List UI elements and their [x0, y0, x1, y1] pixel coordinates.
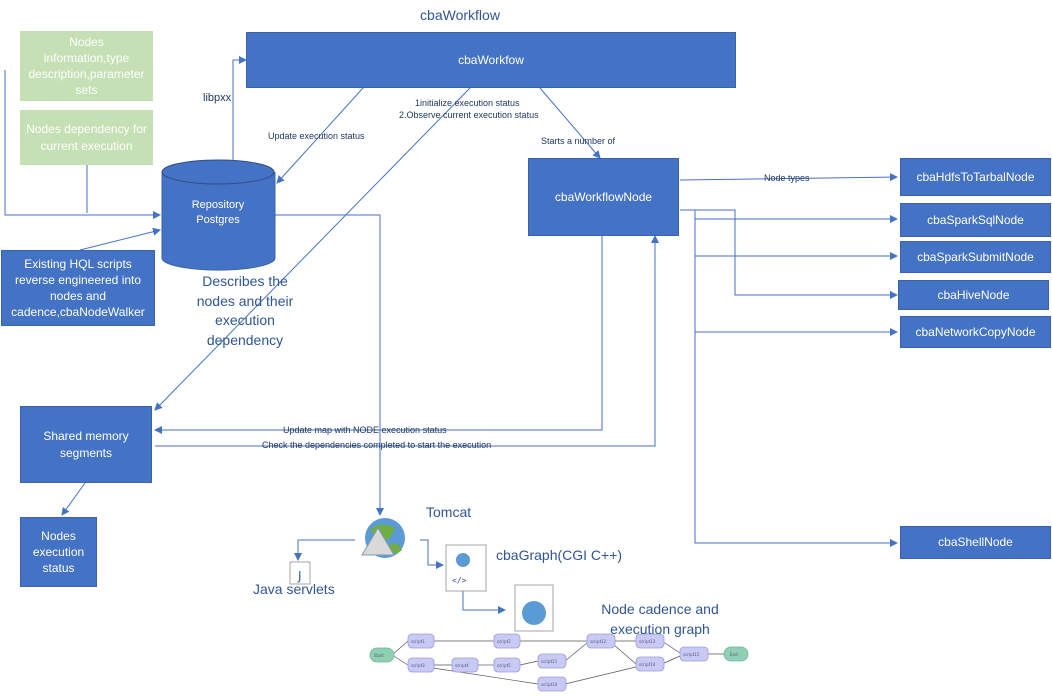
tomcat-label: Tomcat	[426, 504, 472, 520]
update-map-label: Update map with NODE execution status	[283, 425, 447, 435]
svg-text:script14: script14	[639, 662, 656, 667]
svg-text:script4: script4	[455, 663, 469, 668]
java-servlets-icon: J	[289, 561, 311, 585]
svg-text:End: End	[730, 652, 738, 657]
node-types-label: Node types	[764, 173, 810, 183]
svg-text:J: J	[297, 569, 302, 583]
svg-text:script13: script13	[639, 639, 656, 644]
svg-text:script15: script15	[683, 652, 700, 657]
svg-text:script11: script11	[541, 659, 558, 664]
nodes-execution-status-box: Nodes execution status	[20, 517, 97, 587]
java-servlets-label: Java servlets	[253, 581, 335, 597]
observe-status-label: 2.Observe current execution status	[399, 110, 539, 120]
diagram-title: cbaWorkflow	[420, 7, 500, 23]
cba-workflow-box: cbaWorkfow	[246, 32, 736, 88]
check-dependencies-label: Check the dependencies completed to star…	[262, 440, 492, 450]
repository-cylinder	[161, 159, 276, 271]
cba-workflow-node-box: cbaWorkflowNode	[528, 158, 679, 236]
node-type-network-copy: cbaNetworkCopyNode	[900, 316, 1051, 348]
tomcat-icon	[361, 518, 405, 558]
repository-line2: Postgres	[196, 214, 240, 227]
cbagraph-label: cbaGraph(CGI C++)	[496, 547, 623, 563]
svg-text:script2: script2	[497, 639, 511, 644]
hql-scripts-box: Existing HQL scripts reverse engineered …	[1, 250, 155, 326]
node-type-shell: cbaShellNode	[900, 526, 1051, 559]
svg-text:script12: script12	[590, 639, 607, 644]
libpxx-label: libpxx	[203, 92, 232, 104]
cbagraph-icon: </>	[445, 544, 487, 592]
svg-text:script10: script10	[541, 682, 558, 687]
repository-label: Repository Postgres	[175, 198, 261, 229]
cadence-graph-label: Node cadence and execution graph	[601, 601, 719, 637]
nodes-information-box: Nodes information,type description,param…	[20, 31, 153, 101]
cadence-graph-nodes	[369, 633, 749, 692]
cadence-graph	[391, 640, 724, 685]
svg-text:Start: Start	[374, 653, 384, 658]
svg-text:script5: script5	[497, 663, 511, 668]
node-type-hive: cbaHiveNode	[898, 280, 1049, 310]
update-execution-status-label: Update execution status	[268, 131, 365, 141]
node-type-hdfs-to-tarbal: cbaHdfsToTarbalNode	[900, 158, 1051, 196]
describes-text: Describes the nodes and their execution …	[196, 273, 294, 348]
node-type-spark-sql: cbaSparkSqlNode	[900, 203, 1051, 237]
repository-line1: Repository	[191, 199, 245, 211]
starts-number-label: Starts a number of	[541, 136, 616, 146]
graph-image-icon	[514, 584, 554, 632]
svg-text:</>: </>	[452, 576, 467, 585]
shared-memory-box: Shared memory segments	[20, 406, 152, 483]
svg-text:script3: script3	[411, 663, 425, 668]
node-type-spark-submit: cbaSparkSubmitNode	[900, 241, 1051, 273]
svg-text:script1: script1	[411, 639, 425, 644]
cadence-graph-labels: Start script1 script3 script2 script4 sc…	[374, 639, 738, 687]
nodes-dependency-box: Nodes dependency for current execution	[20, 110, 153, 165]
initialize-status-label: 1initialize execution status	[415, 98, 520, 108]
